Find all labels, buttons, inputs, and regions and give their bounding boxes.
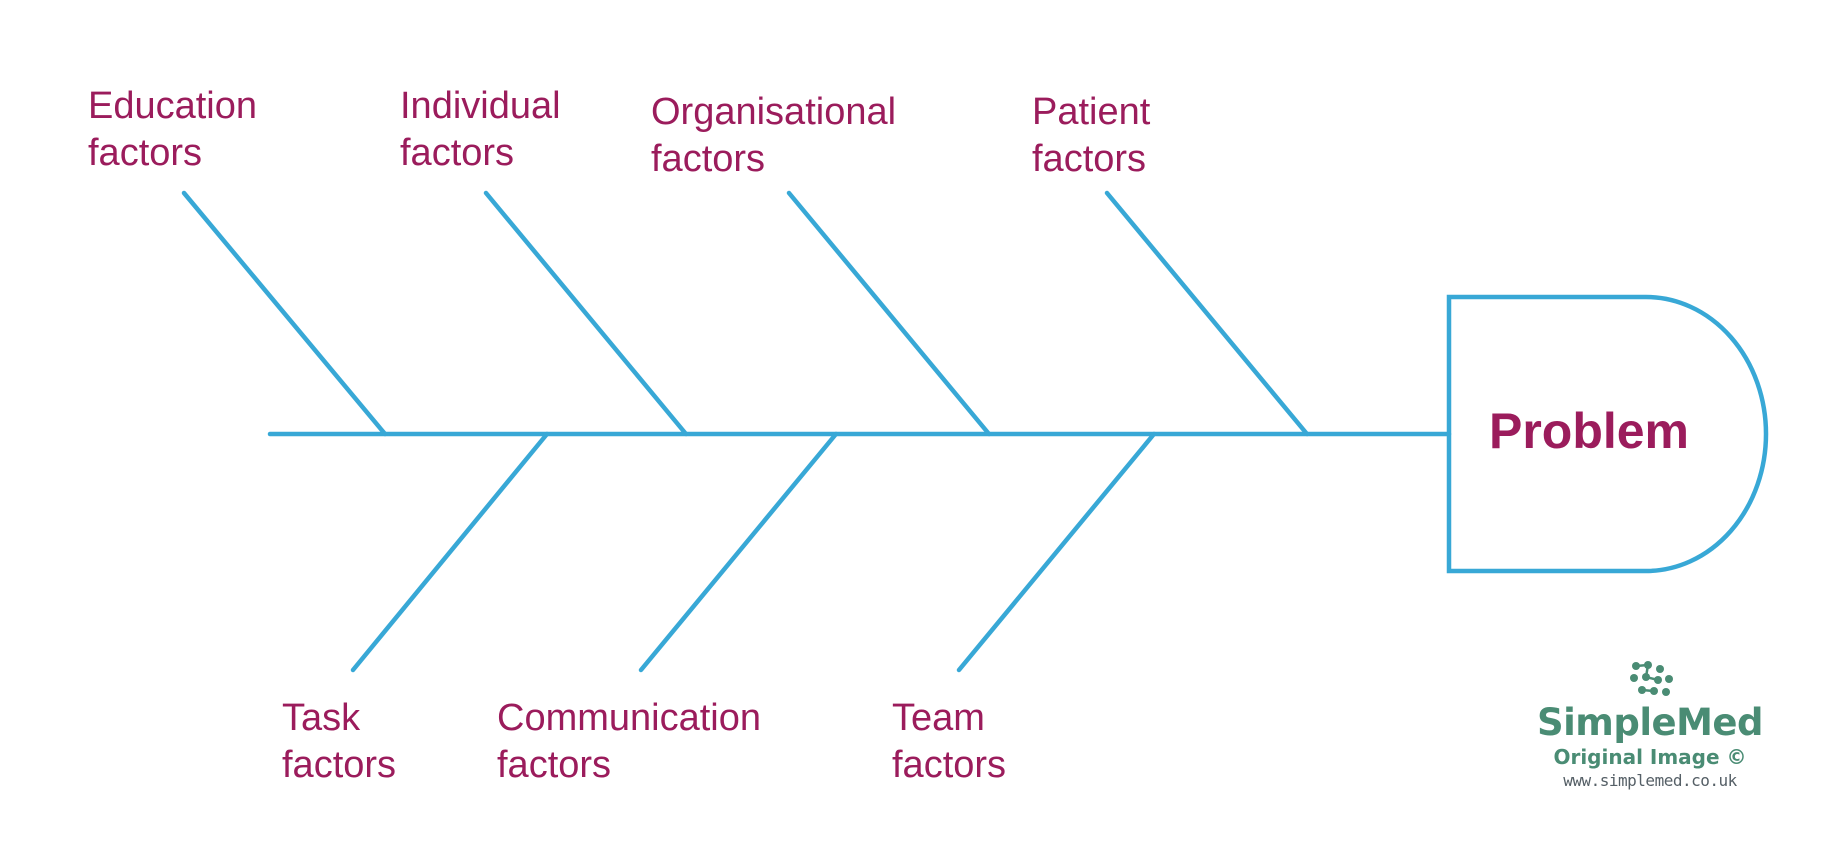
bone-patient <box>1104 190 1310 437</box>
label-line: factors <box>497 744 612 786</box>
label-line: Task <box>282 697 361 739</box>
label-line: Individual <box>400 85 561 127</box>
label-line: factors <box>88 132 203 174</box>
label-line: Team <box>892 697 985 739</box>
label-line: Organisational <box>651 91 897 133</box>
brand-name: SimpleMed <box>1536 701 1764 744</box>
bone-team <box>956 431 1157 673</box>
label-team-factors: Team factors <box>892 695 1006 789</box>
bone-education <box>181 190 388 437</box>
brand-subtitle: Original Image © <box>1553 745 1747 769</box>
label-communication-factors: Communication factors <box>497 695 761 789</box>
molecule-logo-icon <box>1630 661 1673 696</box>
label-line: factors <box>651 138 766 180</box>
label-patient-factors: Patient factors <box>1032 89 1150 183</box>
label-individual-factors: Individual factors <box>400 83 561 177</box>
brand-url: www.simplemed.co.uk <box>1563 771 1737 790</box>
bone-task <box>350 431 550 673</box>
bone-organisational <box>786 190 992 437</box>
simplemed-watermark: SimpleMed Original Image © www.simplemed… <box>1530 660 1770 792</box>
label-line: factors <box>400 132 515 174</box>
label-line: Patient <box>1032 91 1151 133</box>
problem-label: Problem <box>1488 403 1690 459</box>
label-education-factors: Education factors <box>88 83 257 177</box>
bone-individual <box>483 190 689 437</box>
label-line: factors <box>892 744 1007 786</box>
label-line: Education <box>88 85 258 127</box>
label-line: factors <box>282 744 397 786</box>
label-task-factors: Task factors <box>282 695 396 789</box>
problem-head-outline <box>1446 294 1769 574</box>
label-line: Communication <box>497 697 761 739</box>
bone-communication <box>638 431 839 673</box>
label-line: factors <box>1032 138 1147 180</box>
label-organisational-factors: Organisational factors <box>651 89 896 183</box>
